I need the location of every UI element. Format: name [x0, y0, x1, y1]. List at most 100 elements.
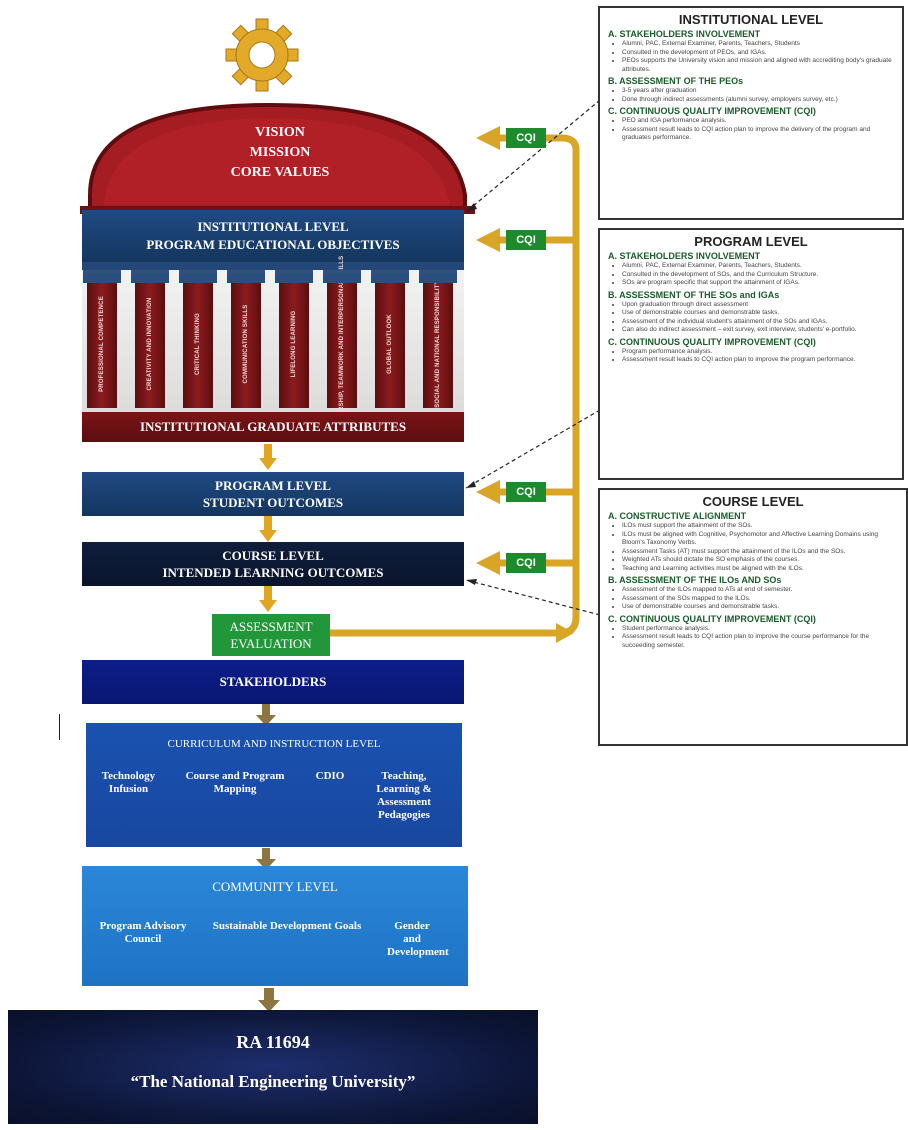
community-level-box — [82, 866, 468, 986]
panel-list-item: Assessment result leads to CQI action pl… — [622, 126, 894, 143]
panel-list-item: ILOs must support the attainment of the … — [622, 522, 898, 531]
pillar: LIFELONG LEARNING — [279, 280, 309, 408]
panel-title: PROGRAM LEVEL — [694, 234, 808, 249]
pillar: LEADERSHIP, TEAMWORK AND INTERPERSONAL S… — [327, 256, 357, 432]
pillar-capital — [275, 270, 313, 283]
panel-list-item: Alumni, PAC, External Examiner, Parents,… — [622, 40, 894, 49]
panel-list-item: Consulted in the development of SOs, and… — [622, 271, 894, 280]
panel-list-item: Student performance analysis. — [622, 625, 898, 634]
panel-list-item: Use of demonstrable courses and demonstr… — [622, 603, 898, 612]
pillar: CRITICAL THINKING — [183, 280, 213, 408]
pillar-capital — [131, 270, 169, 283]
dome-line-core-values: CORE VALUES — [230, 165, 330, 180]
panel-list: PEO and IGA performance analysis. Assess… — [608, 117, 894, 143]
program-line2: STUDENT OUTCOMES — [202, 495, 344, 510]
panel-section-heading: A. CONSTRUCTIVE ALIGNMENT — [608, 511, 747, 521]
down-arrow-icon — [258, 988, 280, 1012]
pillar-capital — [371, 270, 409, 283]
down-arrow-icon — [259, 444, 277, 470]
dome-graphic — [80, 18, 475, 214]
pillar: COMMUNICATION SKILLS — [231, 280, 261, 408]
down-arrow-icon — [256, 848, 276, 870]
panel-list-item: Done through indirect assessments (alumn… — [622, 96, 894, 105]
cqi-label: CQI — [506, 128, 546, 148]
panel-list-item: SOs are program specific that support th… — [622, 279, 894, 288]
pillar-capital — [179, 270, 217, 283]
curriculum-item: Teaching, Learning & Assessment Pedagogi… — [376, 770, 432, 821]
panel-section-heading: C. CONTINUOUS QUALITY IMPROVEMENT (CQI) — [608, 336, 816, 347]
panel-section-heading: A. STAKEHOLDERS INVOLVEMENT — [608, 251, 761, 261]
ra-banner: RA 11694 “The National Engineering Unive… — [8, 1010, 538, 1124]
cqi-label: CQI — [506, 553, 546, 573]
panel-list-item: Use of demonstrable courses and demonstr… — [622, 309, 894, 318]
curriculum-item: Course and Program Mapping — [185, 770, 285, 795]
community-item: Sustainable Development Goals — [212, 920, 362, 932]
down-arrow-icon — [259, 586, 277, 612]
institutional-line1: INSTITUTIONAL LEVEL — [197, 219, 349, 234]
down-arrow-icon — [256, 704, 276, 726]
panel-list-item: Program performance analysis. — [622, 348, 894, 357]
panel-list: Assessment of the ILOs mapped to ATs at … — [608, 586, 898, 612]
assessment-line2: EVALUATION — [230, 636, 312, 651]
panel-list: Student performance analysis. Assessment… — [608, 625, 898, 651]
panel-list-item: 3-5 years after graduation — [622, 87, 894, 96]
assessment-line1: ASSESSMENT — [229, 619, 313, 634]
community-item: Gender and Development — [387, 920, 449, 958]
panel-section-heading: B. ASSESSMENT OF THE SOs and IGAs — [608, 289, 780, 300]
panel-title: COURSE LEVEL — [702, 494, 804, 509]
program-level-bar: PROGRAM LEVEL STUDENT OUTCOMES — [82, 472, 464, 516]
course-line1: COURSE LEVEL — [222, 548, 324, 563]
panel-list: 3-5 years after graduation Done through … — [608, 87, 894, 104]
panel-list: Alumni, PAC, External Examiner, Parents,… — [608, 262, 894, 288]
panel-list-item: Upon graduation through direct assessmen… — [622, 301, 894, 310]
program-line1: PROGRAM LEVEL — [215, 478, 331, 493]
gear-icon — [225, 18, 299, 92]
curriculum-item: Technology Infusion — [101, 770, 156, 795]
ra-title: RA 11694 — [236, 1032, 310, 1052]
course-level-panel: COURSE LEVEL A. CONSTRUCTIVE ALIGNMENT I… — [598, 488, 908, 746]
down-arrow-icon — [259, 516, 277, 542]
panel-section-heading: A. STAKEHOLDERS INVOLVEMENT — [608, 29, 761, 39]
panel-list-item: Weighted ATs should dictate the SO empha… — [622, 556, 898, 565]
pillar: GLOBAL OUTLOOK — [375, 280, 405, 408]
panel-list-item: PEO and IGA performance analysis. — [622, 117, 894, 126]
left-marker-line — [59, 714, 60, 740]
pillar-capital — [83, 270, 121, 283]
panel-list-item: Assessment result leads to CQI action pl… — [622, 633, 898, 650]
cqi-label: CQI — [506, 482, 546, 502]
course-line2: INTENDED LEARNING OUTCOMES — [162, 565, 384, 580]
panel-list: Program performance analysis. Assessment… — [608, 348, 894, 365]
panel-list-item: Assessment of the SOs mapped to the ILOs… — [622, 595, 898, 604]
dome-label: VISION MISSION CORE VALUES — [170, 123, 390, 183]
panel-list-item: Alumni, PAC, External Examiner, Parents,… — [622, 262, 894, 271]
pillar: PROFESSIONAL COMPETENCE — [87, 280, 117, 408]
curriculum-title: CURRICULUM AND INSTRUCTION LEVEL — [167, 738, 381, 750]
assessment-evaluation-box: ASSESSMENT EVALUATION — [212, 614, 330, 656]
course-level-bar: COURSE LEVEL INTENDED LEARNING OUTCOMES — [82, 542, 464, 586]
panel-list-item: Assessment result leads to CQI action pl… — [622, 356, 894, 365]
panel-list-item: PEOs supports the University vision and … — [622, 57, 894, 74]
pillar: SOCIAL AND NATIONAL RESPONSIBILITY — [423, 280, 453, 408]
pillar-capital — [419, 270, 457, 283]
pillar: CREATIVITY AND INNOVATION — [135, 280, 165, 408]
curriculum-item: CDIO — [315, 770, 345, 782]
panel-section-heading: C. CONTINUOUS QUALITY IMPROVEMENT (CQI) — [608, 613, 816, 624]
panel-list: ILOs must support the attainment of the … — [608, 522, 898, 573]
pillar-capital — [227, 270, 265, 283]
panel-title: INSTITUTIONAL LEVEL — [678, 12, 824, 27]
curriculum-level-box — [86, 723, 462, 847]
pillar-frieze — [82, 262, 464, 270]
panel-section-heading: C. CONTINUOUS QUALITY IMPROVEMENT (CQI) — [608, 106, 816, 116]
ra-subtitle: “The National Engineering University” — [130, 1072, 416, 1091]
panel-list-item: Consulted in the development of PEOs, an… — [622, 49, 894, 58]
dome-line-vision: VISION — [255, 125, 305, 140]
institutional-level-panel: INSTITUTIONAL LEVEL A. STAKEHOLDERS INVO… — [598, 6, 904, 220]
panel-list-item: Assessment of the individual student's a… — [622, 318, 894, 327]
panel-section-heading: B. ASSESSMENT OF THE PEOs — [608, 76, 744, 86]
institutional-line2: PROGRAM EDUCATIONAL OBJECTIVES — [146, 237, 400, 252]
panel-list-item: Assessment of the ILOs mapped to ATs at … — [622, 586, 898, 595]
institutional-level-bar: INSTITUTIONAL LEVEL PROGRAM EDUCATIONAL … — [82, 210, 464, 262]
panel-list: Upon graduation through direct assessmen… — [608, 301, 894, 335]
community-title: COMMUNITY LEVEL — [212, 879, 338, 894]
panel-list-item: Assessment Tasks (AT) must support the a… — [622, 548, 898, 557]
